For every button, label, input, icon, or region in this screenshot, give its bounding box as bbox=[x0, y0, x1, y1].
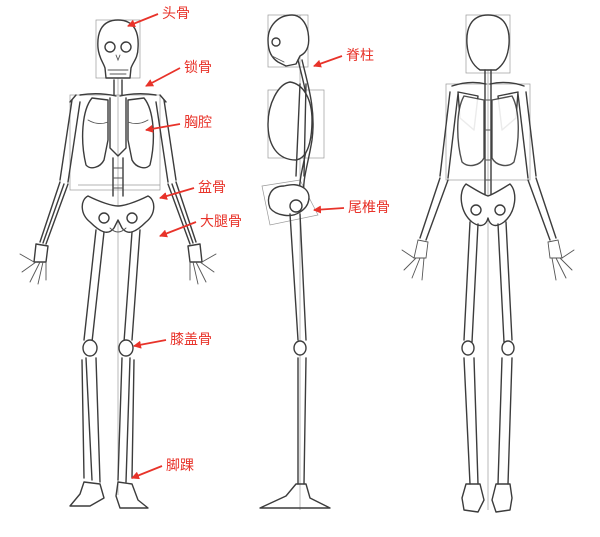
label-ankle: 脚踝 bbox=[166, 458, 194, 474]
arrow-spine bbox=[313, 55, 343, 68]
front-skeleton bbox=[19, 19, 217, 509]
side-skeleton bbox=[259, 14, 331, 510]
pointer-arrows bbox=[127, 13, 345, 480]
arrow-patella bbox=[133, 339, 167, 349]
arrow-pelvis bbox=[159, 187, 195, 200]
label-thorax: 胸腔 bbox=[184, 115, 212, 131]
label-pelvis: 盆骨 bbox=[198, 180, 226, 196]
arrow-coccyx bbox=[313, 205, 345, 214]
front-right-hand bbox=[187, 243, 217, 285]
back-skeleton bbox=[401, 14, 575, 513]
front-ribcage bbox=[81, 97, 155, 169]
arrow-ankle bbox=[131, 465, 163, 480]
label-spine: 脊柱 bbox=[346, 48, 374, 64]
label-femur: 大腿骨 bbox=[200, 214, 242, 230]
front-skull bbox=[97, 19, 139, 79]
front-pelvis bbox=[81, 195, 155, 233]
arrow-femur bbox=[159, 221, 197, 238]
label-skull: 头骨 bbox=[162, 6, 190, 22]
label-patella: 膝盖骨 bbox=[170, 332, 212, 348]
label-coccyx: 尾椎骨 bbox=[348, 200, 390, 216]
arrow-clavicle bbox=[145, 67, 181, 87]
arrow-thorax bbox=[145, 123, 181, 133]
arrow-skull bbox=[127, 13, 159, 28]
front-left-hand bbox=[19, 243, 49, 285]
label-clavicle: 锁骨 bbox=[184, 60, 212, 76]
